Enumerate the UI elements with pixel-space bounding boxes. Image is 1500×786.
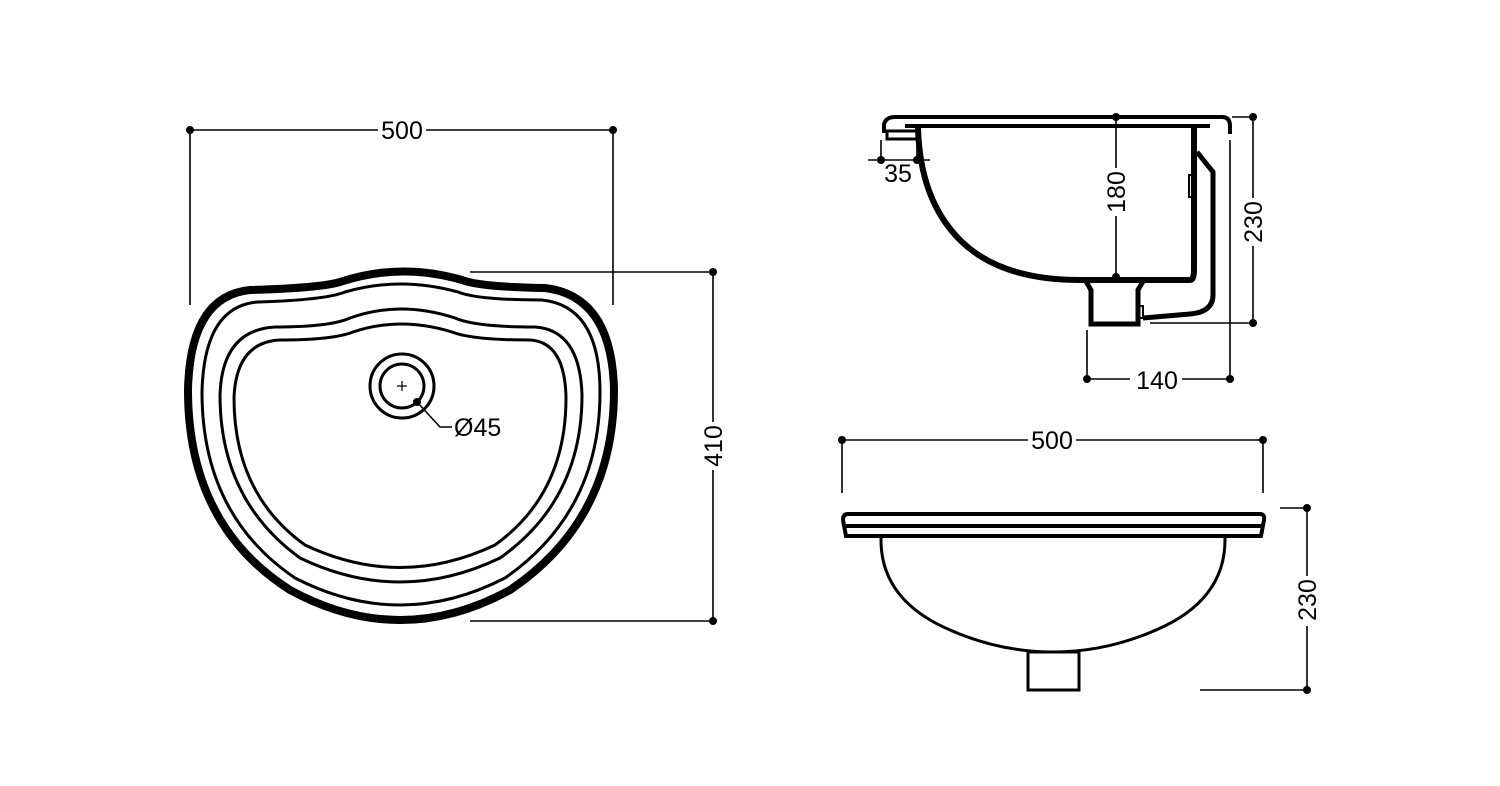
- total-height-dimension: 230: [1150, 113, 1268, 327]
- front-height-label: 230: [1294, 579, 1322, 621]
- drain-joint: [1136, 305, 1144, 319]
- section-rim: [882, 115, 1232, 134]
- section-drain: [1081, 276, 1148, 327]
- plan-width-dimension: 500: [186, 116, 617, 305]
- side-section-view: 35 180 230 140: [868, 113, 1268, 395]
- front-width-label: 500: [1031, 427, 1073, 455]
- front-rim: [840, 512, 1267, 538]
- plan-width-label: 500: [381, 117, 423, 145]
- front-width-dimension: 500: [838, 427, 1267, 493]
- rim-width-label: 35: [884, 160, 912, 188]
- section-bowl-wall: [915, 127, 1197, 283]
- drain-diameter-leader: [413, 398, 452, 428]
- drain-diameter-label: Ø45: [454, 414, 501, 442]
- bowl-depth-label: 180: [1103, 171, 1131, 213]
- basin-bowl-edge: [218, 307, 584, 584]
- section-overflow-pipe: [1142, 150, 1216, 321]
- basin-bowl-inner: [232, 322, 568, 569]
- drain-hole: [368, 352, 436, 420]
- front-bowl: [879, 537, 1227, 654]
- basin-outer-rim: [183, 267, 619, 624]
- drain-offset-label: 140: [1136, 367, 1178, 395]
- total-height-label: 230: [1240, 201, 1268, 243]
- front-view: 500 230: [838, 427, 1322, 694]
- plan-depth-dimension: 410: [470, 268, 728, 625]
- drain-offset-dimension: 140: [1083, 140, 1234, 395]
- basin-rim-inner-edge: [200, 282, 602, 607]
- plan-view: Ø45 500 410: [183, 116, 728, 625]
- bowl-depth-dimension: 180: [1103, 113, 1131, 281]
- front-height-dimension: 230: [1200, 504, 1322, 694]
- overflow-joint: [1188, 174, 1196, 198]
- rim-width-dimension: 35: [868, 140, 930, 188]
- section-rim-lip: [885, 129, 919, 141]
- plan-depth-label: 410: [700, 425, 728, 467]
- front-drain: [1026, 650, 1081, 692]
